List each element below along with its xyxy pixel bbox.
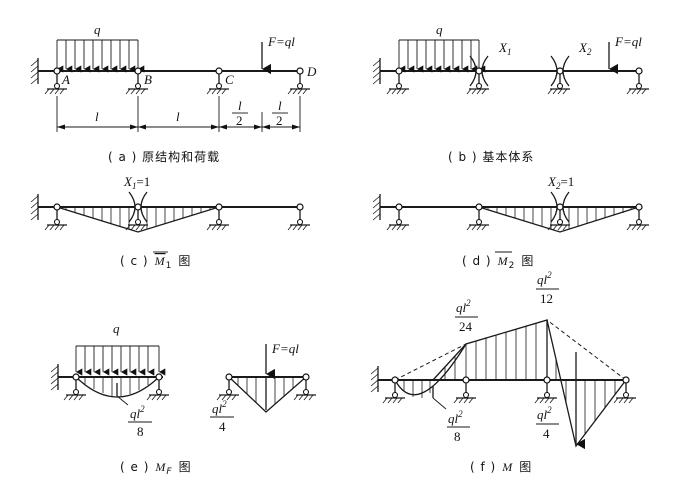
load-q-label: q [94, 22, 101, 37]
mf-ql2-num-ab: ql2 [130, 404, 145, 421]
pin-support-c [206, 203, 229, 231]
fixed-support-icon [370, 366, 379, 393]
half-span-d-num: l [278, 98, 282, 113]
mf-den-4: 4 [219, 419, 226, 434]
m-den-4: 4 [543, 426, 550, 441]
m-ql2-num-4: ql2 [537, 405, 552, 422]
m-ql2-num-12: ql2 [537, 270, 552, 287]
hinge-support-c [547, 55, 570, 95]
caption-a: ( a ) 原结构和荷载 [108, 149, 220, 164]
load-q-label: q [436, 22, 443, 37]
span-ab-label: l [95, 109, 99, 124]
force-label: F=ql [614, 34, 642, 49]
moment-triangle-cd [228, 376, 307, 413]
pin-support-c [206, 67, 229, 95]
pin-support-a [382, 376, 405, 404]
pin-support-d [626, 203, 649, 231]
pin-support-d [293, 373, 316, 401]
dimension-lines [56, 96, 301, 132]
half-span-c-den: 2 [236, 113, 243, 128]
moment-diagram-m1 [56, 206, 220, 233]
hinge-support-b [125, 191, 148, 231]
panel-b: q F=ql [372, 22, 649, 164]
mf-den-8: 8 [137, 424, 144, 439]
dashed-closing-line [394, 319, 627, 381]
hinge-support-b [466, 55, 489, 95]
pin-support-c [534, 376, 557, 404]
pin-support-a [386, 203, 409, 231]
moment-diagram-m2 [478, 206, 640, 233]
pin-support-a [63, 373, 86, 401]
span-bc-label: l [176, 109, 180, 124]
pin-support-d [626, 67, 649, 95]
pin-support-b [146, 373, 169, 401]
fixed-support-icon [50, 364, 59, 391]
moment-triangle-f [546, 319, 627, 448]
load-q-label: q [113, 321, 120, 336]
pin-support-d [287, 203, 310, 231]
half-span-d-den: 2 [276, 113, 283, 128]
pin-support-a [386, 67, 409, 95]
pin-support-d [613, 376, 636, 404]
distributed-load [398, 39, 486, 73]
half-span-c-num: l [238, 98, 242, 113]
node-b-label: B [144, 72, 152, 87]
fixed-support-icon [30, 58, 39, 85]
m-ql2-num-8: ql2 [448, 409, 463, 426]
panel-a: q F=ql [30, 22, 317, 164]
pin-support-a [44, 67, 67, 95]
fixed-support-icon [30, 194, 39, 221]
x1-unit-label: X1=1 [123, 174, 150, 191]
pin-support-c [216, 373, 239, 401]
pin-support-d [287, 67, 310, 95]
mf-ql2-num-cd: ql2 [212, 399, 227, 416]
caption-b: ( b ) 基本体系 [448, 150, 534, 164]
node-c-label: C [225, 72, 234, 87]
node-d-label: D [306, 64, 317, 79]
force-label: F=ql [271, 341, 299, 356]
panel-e: q F=ql [50, 321, 316, 477]
pin-support-b [466, 203, 489, 231]
fixed-support-icon [372, 194, 381, 221]
pin-support-b [453, 376, 476, 404]
fixed-support-icon [372, 58, 381, 85]
m-ql2-num-24: ql2 [456, 298, 471, 315]
pin-support-b [125, 67, 148, 95]
x2-unit-label: X2=1 [547, 174, 574, 191]
moment-parabola-ab [75, 376, 160, 398]
x2-label: X2 [578, 40, 592, 57]
hinge-support-c [547, 191, 570, 231]
pin-support-a [44, 203, 67, 231]
force-label: F=ql [267, 34, 295, 49]
m-den-24: 24 [459, 319, 473, 334]
x1-label: X1 [498, 40, 511, 57]
m-den-12: 12 [540, 291, 553, 306]
m-den-8: 8 [454, 429, 461, 444]
moment-parabola-f [394, 343, 467, 398]
distributed-load [75, 345, 166, 376]
moment-region-top [432, 319, 548, 381]
node-a-label: A [61, 72, 70, 87]
distributed-load [56, 39, 145, 73]
